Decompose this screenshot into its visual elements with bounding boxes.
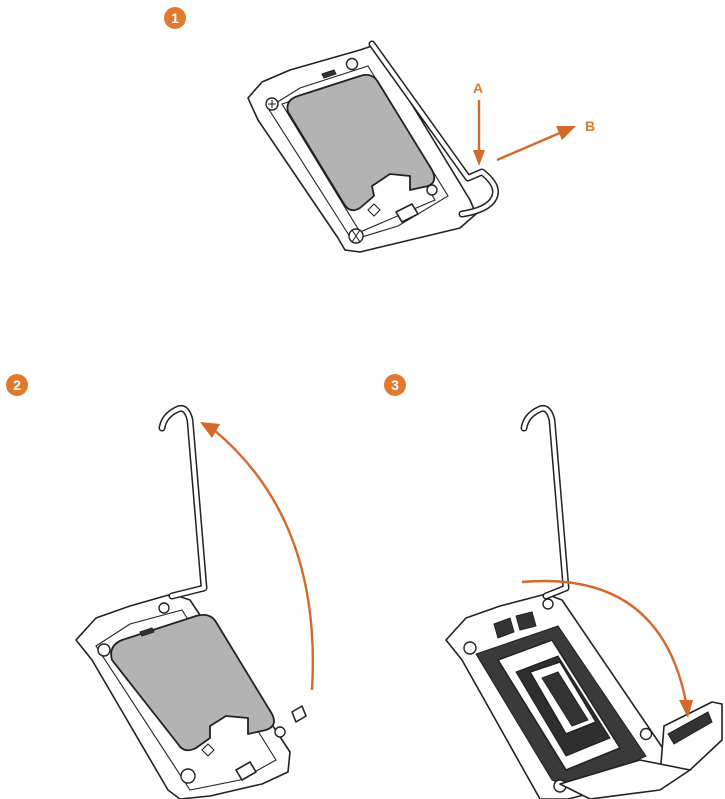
- screw-icon: [464, 642, 476, 654]
- screw-icon: [275, 727, 285, 737]
- step-3-socket: [446, 408, 722, 799]
- step-2-badge: 2: [6, 374, 28, 396]
- arrow-b-label: B: [585, 118, 595, 134]
- screw-icon: [98, 644, 110, 656]
- arrow-a-label: A: [473, 80, 483, 96]
- screw-icon: [347, 59, 358, 70]
- load-plate: [660, 702, 722, 776]
- step-1-arrows: A B: [473, 80, 595, 166]
- step-2-socket: [76, 408, 306, 799]
- screw-icon: [159, 603, 169, 613]
- step-3-badge: 3: [384, 374, 406, 396]
- screw-icon: [641, 729, 652, 740]
- step-1-socket: [248, 44, 496, 252]
- step-1-badge: 1: [164, 7, 186, 29]
- screw-icon: [427, 185, 437, 195]
- screw-icon: [543, 599, 553, 609]
- screw-icon: [181, 769, 195, 783]
- step-2-number: 2: [13, 377, 21, 393]
- step-3-number: 3: [391, 377, 399, 393]
- step-1-number: 1: [171, 10, 179, 26]
